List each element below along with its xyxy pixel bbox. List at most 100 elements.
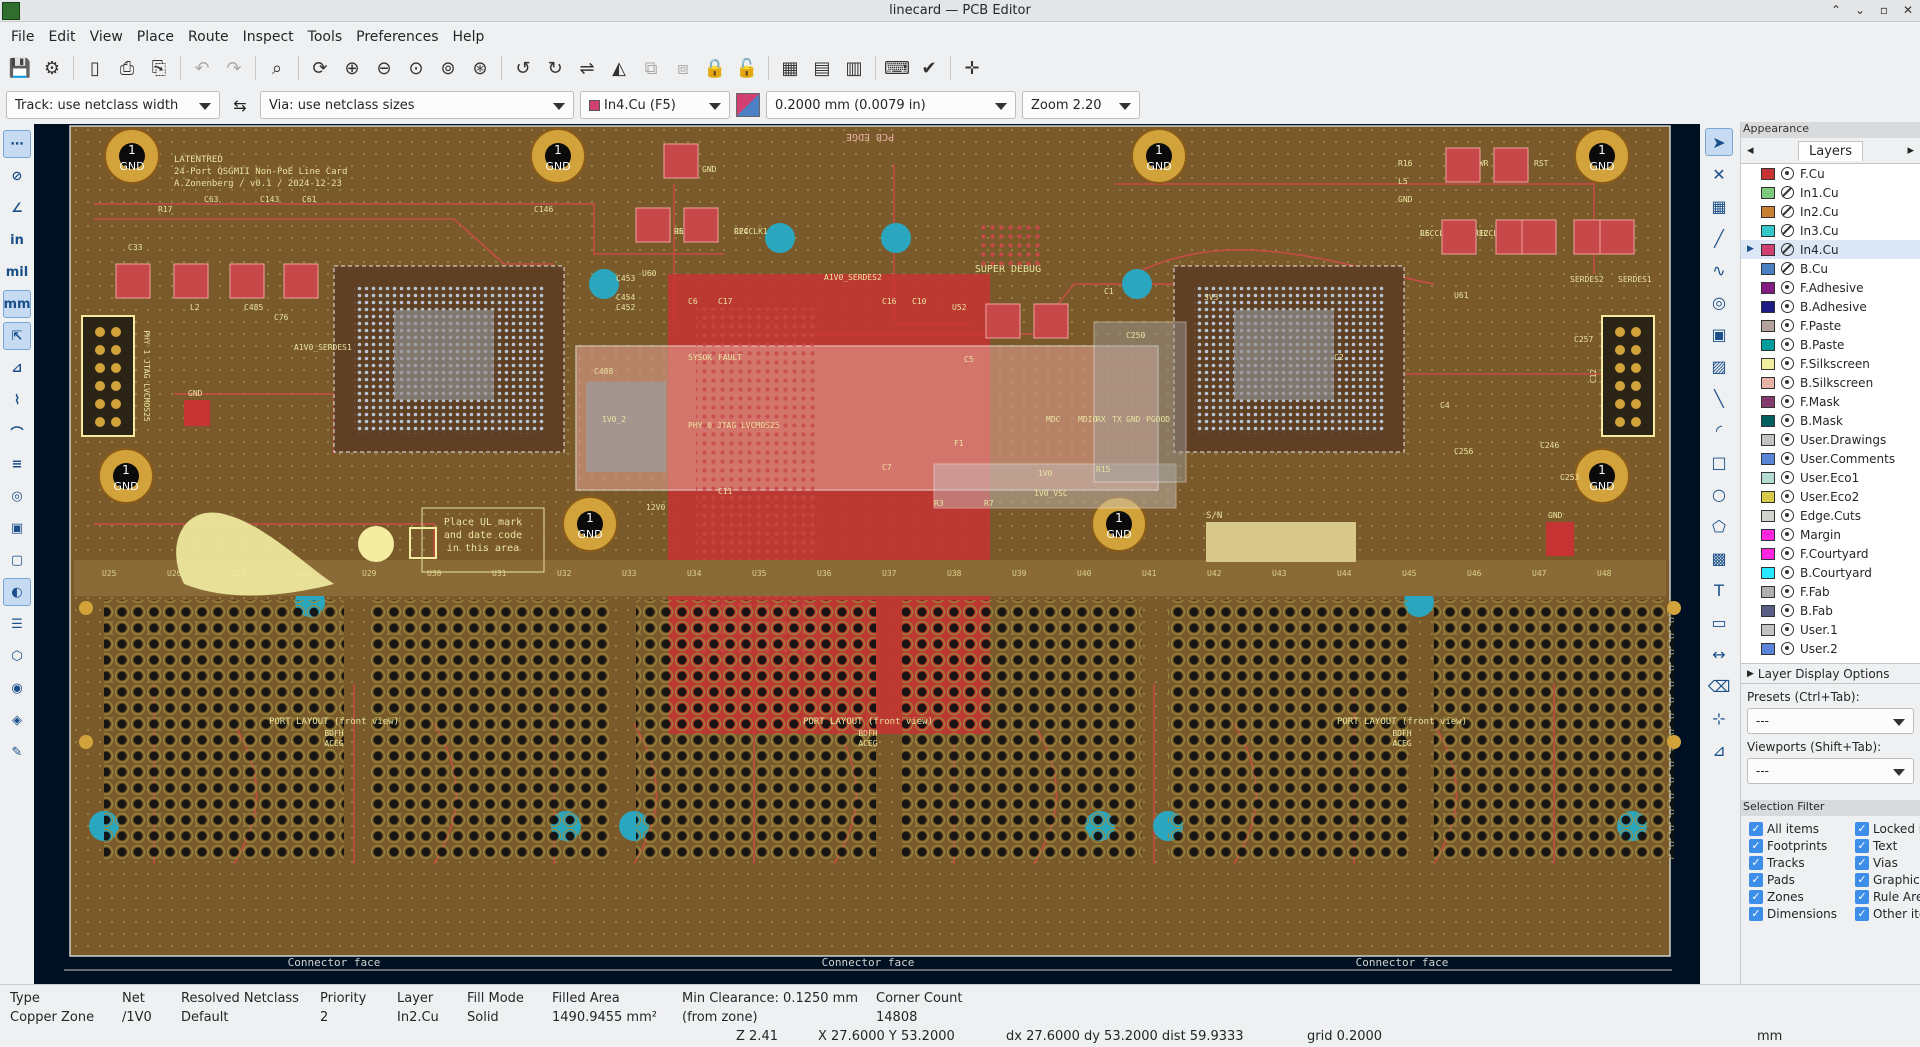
layer-row-b-paste[interactable]: B.Paste bbox=[1741, 335, 1920, 354]
add-via-icon[interactable]: ◎ bbox=[1712, 292, 1726, 312]
delete-icon[interactable]: ⌫ bbox=[1707, 676, 1731, 696]
rotate-ccw-icon[interactable]: ↺ bbox=[515, 57, 531, 79]
checkbox-icon[interactable]: ✓ bbox=[1749, 856, 1763, 870]
visibility-eye-icon[interactable] bbox=[1781, 585, 1794, 598]
visibility-eye-icon[interactable] bbox=[1781, 243, 1794, 256]
checkbox-icon[interactable]: ✓ bbox=[1855, 839, 1869, 853]
zoom-selection-icon[interactable]: ⊛ bbox=[472, 57, 488, 79]
filter-vias[interactable]: ✓Vias bbox=[1855, 856, 1920, 870]
checkbox-icon[interactable]: ✓ bbox=[1855, 873, 1869, 887]
angle-icon[interactable]: ∠ bbox=[11, 200, 23, 216]
add-rectangle-icon[interactable]: □ bbox=[1711, 452, 1727, 472]
filter-other-items[interactable]: ✓Other items bbox=[1855, 907, 1920, 921]
filter-dimensions[interactable]: ✓Dimensions bbox=[1749, 907, 1855, 921]
layer-row-user-drawings[interactable]: User.Drawings bbox=[1741, 430, 1920, 449]
drc-icon[interactable]: ✔ bbox=[921, 57, 937, 79]
set-origin-icon[interactable]: ⊹ bbox=[1712, 708, 1726, 728]
measure-icon[interactable]: ⊿ bbox=[1712, 740, 1726, 760]
track-width-select[interactable]: Track: use netclass width bbox=[6, 91, 220, 119]
menu-tools[interactable]: Tools bbox=[307, 29, 343, 45]
zoom-in-icon[interactable]: ⊕ bbox=[344, 57, 360, 79]
ratsnest-icon[interactable]: ⌇ bbox=[13, 392, 21, 408]
visibility-eye-icon[interactable] bbox=[1781, 452, 1794, 465]
netlist-icon[interactable]: ▦ bbox=[781, 57, 799, 79]
visibility-eye-icon[interactable] bbox=[1781, 167, 1794, 180]
layer-row-b-cu[interactable]: B.Cu bbox=[1741, 259, 1920, 278]
layer-color-swatch[interactable] bbox=[1761, 338, 1775, 351]
mirror-icon[interactable]: ◭ bbox=[612, 57, 626, 79]
select-icon[interactable]: ➤ bbox=[1705, 128, 1733, 156]
filter-rule-areas[interactable]: ✓Rule Areas bbox=[1855, 890, 1920, 904]
zoom-select[interactable]: Zoom 2.20 bbox=[1022, 91, 1140, 119]
close-icon[interactable]: ✕ bbox=[1902, 3, 1914, 17]
vias-icon[interactable]: ◎ bbox=[11, 488, 23, 504]
layer-row-f-cu[interactable]: F.Cu bbox=[1741, 164, 1920, 183]
visibility-eye-icon[interactable] bbox=[1781, 623, 1794, 636]
menu-help[interactable]: Help bbox=[452, 29, 485, 45]
tab-layers[interactable]: Layers bbox=[1797, 140, 1864, 161]
layer-row-f-courtyard[interactable]: F.Courtyard bbox=[1741, 544, 1920, 563]
add-text-icon[interactable]: T bbox=[1714, 580, 1724, 600]
add-zone-icon[interactable]: ▣ bbox=[1711, 324, 1727, 344]
visibility-eye-icon[interactable] bbox=[1781, 395, 1794, 408]
layer-color-swatch[interactable] bbox=[1761, 300, 1775, 313]
layer-color-swatch[interactable] bbox=[1761, 642, 1775, 655]
layer-color-swatch[interactable] bbox=[1761, 452, 1775, 465]
visibility-eye-icon[interactable] bbox=[1781, 376, 1794, 389]
layers-manager-icon[interactable]: ☰ bbox=[11, 616, 23, 632]
via-fill-icon[interactable]: ◉ bbox=[11, 680, 23, 696]
layer-color-swatch[interactable] bbox=[1761, 224, 1775, 237]
add-image-icon[interactable]: ▩ bbox=[1711, 548, 1727, 568]
menu-route[interactable]: Route bbox=[188, 29, 229, 45]
layer-row-f-mask[interactable]: F.Mask bbox=[1741, 392, 1920, 411]
auto-track-width-icon[interactable]: ⇆ bbox=[233, 95, 247, 115]
layer-color-swatch[interactable] bbox=[1761, 319, 1775, 332]
visibility-eye-icon[interactable] bbox=[1781, 566, 1794, 579]
visibility-eye-icon[interactable] bbox=[1781, 471, 1794, 484]
zone-outline-icon[interactable]: ▢ bbox=[10, 552, 24, 568]
layer-row-in3-cu[interactable]: In3.Cu bbox=[1741, 221, 1920, 240]
mil-icon[interactable]: mil bbox=[5, 264, 29, 280]
tab-left-arrow-icon[interactable]: ◂ bbox=[1747, 143, 1754, 158]
checkbox-icon[interactable]: ✓ bbox=[1749, 890, 1763, 904]
scripting-icon[interactable]: ⌨ bbox=[884, 57, 910, 79]
add-circle-icon[interactable]: ○ bbox=[1712, 484, 1726, 504]
menu-inspect[interactable]: Inspect bbox=[242, 29, 294, 45]
viewports-select[interactable]: --- bbox=[1747, 758, 1914, 784]
layer-row-user-eco1[interactable]: User.Eco1 bbox=[1741, 468, 1920, 487]
layer-color-swatch[interactable] bbox=[1761, 243, 1775, 256]
layer-color-swatch[interactable] bbox=[1761, 509, 1775, 522]
visibility-eye-icon[interactable] bbox=[1781, 319, 1794, 332]
visibility-eye-icon[interactable] bbox=[1781, 205, 1794, 218]
layer-color-swatch[interactable] bbox=[1761, 395, 1775, 408]
layer-color-swatch[interactable] bbox=[1761, 547, 1775, 560]
checkbox-icon[interactable]: ✓ bbox=[1855, 907, 1869, 921]
add-line-icon[interactable]: ╲ bbox=[1714, 388, 1724, 408]
menu-edit[interactable]: Edit bbox=[48, 29, 76, 45]
zoom-out-icon[interactable]: ⊖ bbox=[376, 57, 392, 79]
plot-icon[interactable]: ⎘ bbox=[151, 57, 167, 79]
filter-graphics[interactable]: ✓Graphics bbox=[1855, 873, 1920, 887]
layer-display-options[interactable]: ▶Layer Display Options bbox=[1741, 664, 1920, 684]
restore-icon[interactable]: ⌄ bbox=[1854, 3, 1866, 17]
layer-row-b-courtyard[interactable]: B.Courtyard bbox=[1741, 563, 1920, 582]
filter-text[interactable]: ✓Text bbox=[1855, 839, 1920, 853]
undo-icon[interactable]: ↶ bbox=[194, 57, 210, 79]
layer-color-swatch[interactable] bbox=[1761, 528, 1775, 541]
checkbox-icon[interactable]: ✓ bbox=[1855, 822, 1869, 836]
visibility-eye-icon[interactable] bbox=[1781, 642, 1794, 655]
pad-icon[interactable]: ⬡ bbox=[11, 648, 23, 664]
add-arc-icon[interactable]: ◜ bbox=[1715, 420, 1723, 440]
unlock-icon[interactable]: 🔓 bbox=[735, 57, 759, 79]
flip-icon[interactable]: ⇌ bbox=[579, 57, 595, 79]
layer-row-f-fab[interactable]: F.Fab bbox=[1741, 582, 1920, 601]
save-icon[interactable]: 💾 bbox=[8, 57, 32, 79]
drc-lock-icon[interactable]: ⊘ bbox=[11, 168, 23, 184]
high-contrast-icon[interactable]: ◐ bbox=[3, 578, 31, 606]
layer-color-swatch[interactable] bbox=[1761, 262, 1775, 275]
group-icon[interactable]: ⧉ bbox=[644, 57, 658, 79]
filter-all-items[interactable]: ✓All items bbox=[1749, 822, 1855, 836]
layer-color-swatch[interactable] bbox=[1761, 376, 1775, 389]
ratsnest-curved-icon[interactable]: ⌒ bbox=[10, 426, 24, 442]
visibility-eye-icon[interactable] bbox=[1781, 509, 1794, 522]
